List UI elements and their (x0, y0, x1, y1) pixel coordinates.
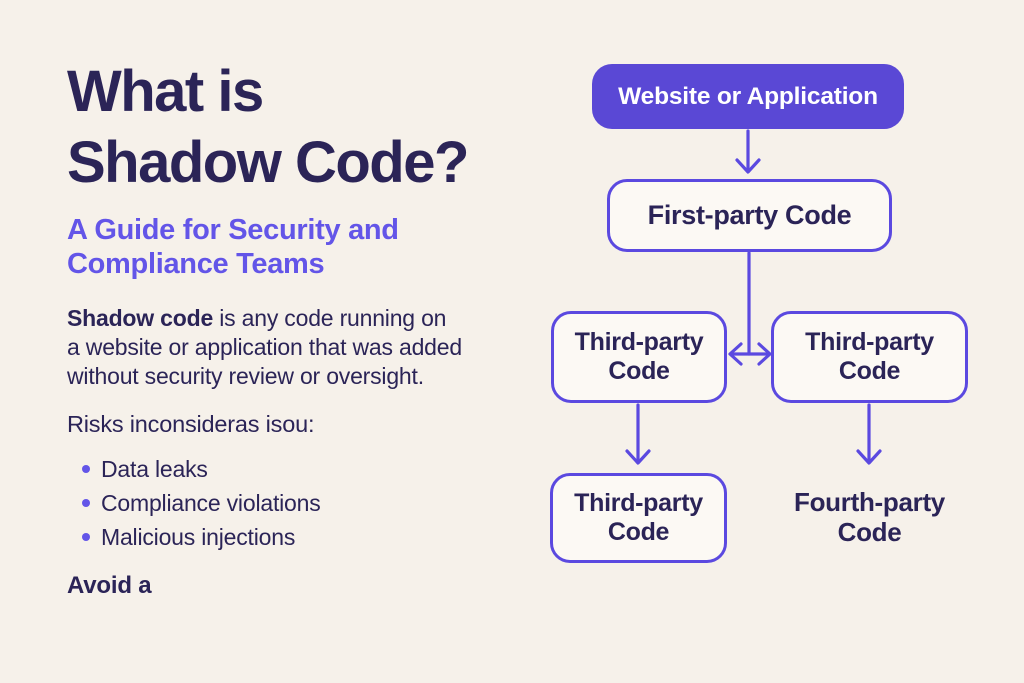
flow-node-third-party-code-right: Third-party Code (771, 311, 968, 403)
definition-lead-rest: is any code running on (213, 305, 447, 332)
list-item-label: Malicious injections (101, 524, 296, 551)
definition-lead-term: Shadow code (67, 305, 214, 332)
flow-node-third-party-code-bottom: Third-party Code (550, 473, 727, 563)
flow-node-fourth-party-code: Fourth-party Code (794, 487, 945, 547)
edge-thirdleft-to-thirdbottom-arrow (625, 403, 651, 465)
edge-thirdright-to-fourth-arrow (856, 403, 882, 465)
edge-first-to-third-split-arrow (728, 251, 772, 366)
page-title: What is Shadow Code? (67, 56, 549, 199)
page-subtitle: A Guide for Security and Compliance Team… (67, 213, 549, 283)
text-column: What is Shadow Code? A Guide for Securit… (67, 56, 549, 600)
bullet-dot-icon (82, 533, 90, 542)
page-title-line1: What is (67, 59, 264, 124)
page-subtitle-line1: A Guide for Security and (67, 213, 399, 246)
list-item-compliance-violations: Compliance violations (67, 486, 549, 520)
risks-list: Data leaks Compliance violations Malicio… (67, 452, 549, 554)
page-subtitle-line2: Compliance Teams (67, 248, 325, 281)
bullet-dot-icon (82, 499, 90, 508)
definition-line1: Shadow code is any code running on (67, 304, 549, 333)
list-item-label: Compliance violations (101, 490, 321, 517)
definition-paragraph: Shadow code is any code running on a web… (67, 304, 549, 391)
page-title-line2: Shadow Code? (67, 130, 469, 196)
bullet-dot-icon (82, 465, 90, 474)
list-item-data-leaks: Data leaks (67, 452, 549, 486)
flow-node-website-or-application: Website or Application (592, 64, 904, 129)
definition-line3: without security review or oversight. (67, 363, 424, 390)
flow-node-third-party-code-left: Third-party Code (551, 311, 727, 403)
flow-node-first-party-code: First-party Code (607, 179, 892, 252)
list-item-label: Data leaks (101, 456, 208, 483)
list-item-malicious-injections: Malicious injections (67, 520, 549, 554)
footer-note: Avoid a (67, 572, 152, 600)
risks-heading: Risks inconsideras isou: (67, 411, 315, 438)
definition-line2: a website or application that was added (67, 334, 462, 361)
edge-website-to-first-arrow (735, 129, 761, 174)
